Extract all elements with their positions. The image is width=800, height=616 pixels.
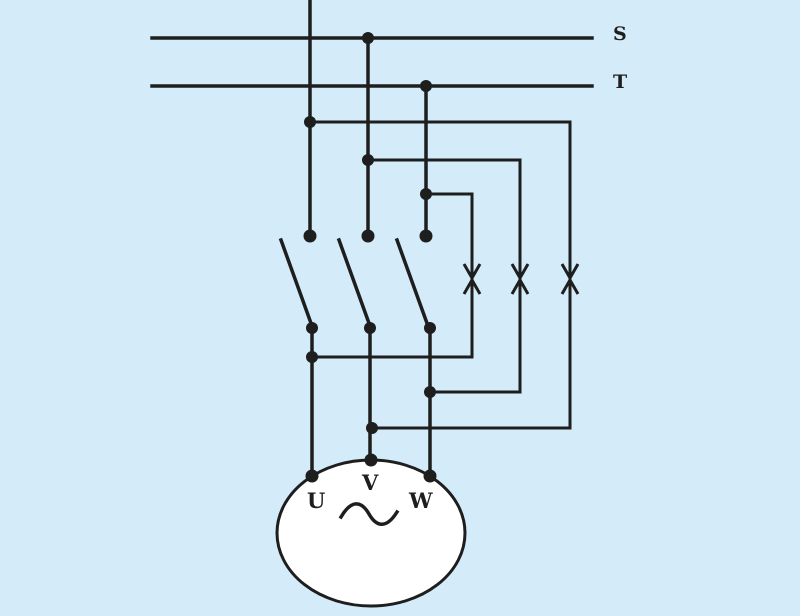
junction-dot: [423, 469, 437, 483]
terminal-label-u: U: [307, 488, 325, 513]
junction-dot: [364, 322, 376, 334]
terminal-label-w: W: [408, 488, 433, 513]
switch-blade-2: [336, 237, 373, 329]
ac-wave-icon: [338, 502, 400, 526]
junction-dot: [306, 322, 318, 334]
junction-dot: [362, 32, 374, 44]
line-label-t: T: [613, 71, 627, 93]
switch-blade-1: [278, 237, 315, 329]
junction-dot: [366, 422, 378, 434]
junction-dot: [305, 469, 319, 483]
bypass-wire-1: [310, 120, 572, 430]
junction-dot: [306, 351, 318, 363]
junction-dot: [364, 453, 378, 467]
switch-blade-3: [394, 237, 431, 329]
bypass-wire-3: [312, 192, 474, 359]
junction-dot: [419, 229, 433, 243]
junction-dot: [361, 229, 375, 243]
bypass-contact-2: [510, 263, 530, 295]
line-label-s: S: [613, 23, 627, 45]
terminal-label-v: V: [361, 470, 379, 495]
bypass-contact-3: [560, 263, 580, 295]
junction-dot: [420, 80, 432, 92]
junction-dot: [303, 229, 317, 243]
junction-dot: [424, 386, 436, 398]
junction-dots: [303, 32, 437, 483]
junction-dot: [424, 322, 436, 334]
bypass-contact-1: [462, 263, 482, 295]
junction-dot: [304, 116, 316, 128]
junction-dot: [362, 154, 374, 166]
junction-dot: [420, 188, 432, 200]
